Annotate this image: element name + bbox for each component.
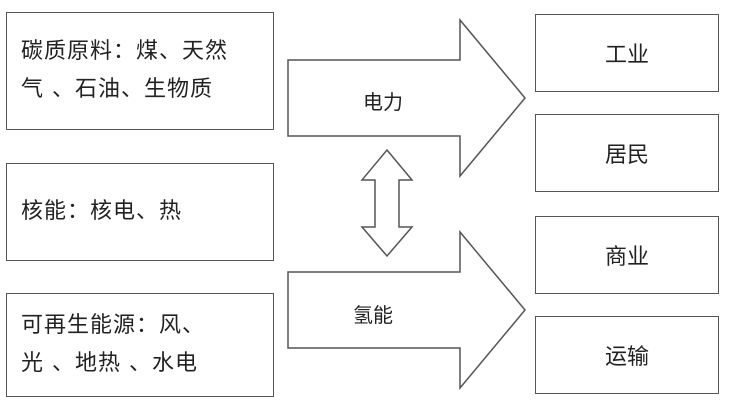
sector-box-transport: 运输 xyxy=(535,316,719,394)
sector-box-residential: 居民 xyxy=(535,114,719,192)
hydrogen-arrow xyxy=(287,229,526,391)
sector-industry-label: 工业 xyxy=(604,43,649,68)
electricity-arrow xyxy=(287,17,526,179)
source-renewable-line-2: 光 、地热 、水电 xyxy=(21,351,198,376)
hydrogen-label: 氢能 xyxy=(353,303,393,327)
source-renewable-line-1: 可再生能源：风、 xyxy=(21,313,206,338)
source-nuclear-line-1: 核能：核电、热 xyxy=(21,199,183,224)
source-carbon-line-1: 碳质原料：煤、天然 xyxy=(21,39,229,64)
source-box-nuclear: 核能：核电、热 xyxy=(6,163,274,261)
source-carbon-line-2: 气 、石油、生物质 xyxy=(21,77,213,102)
sector-box-industry: 工业 xyxy=(535,14,719,92)
source-box-carbon: 碳质原料：煤、天然 气 、石油、生物质 xyxy=(6,12,274,130)
electricity-label: 电力 xyxy=(363,90,403,114)
bidirectional-arrow xyxy=(360,148,414,258)
source-box-renewable: 可再生能源：风、 光 、地热 、水电 xyxy=(6,293,274,397)
sector-transport-label: 运输 xyxy=(604,345,649,370)
sector-box-commercial: 商业 xyxy=(535,216,719,294)
sector-residential-label: 居民 xyxy=(604,143,649,168)
sector-commercial-label: 商业 xyxy=(604,245,649,270)
